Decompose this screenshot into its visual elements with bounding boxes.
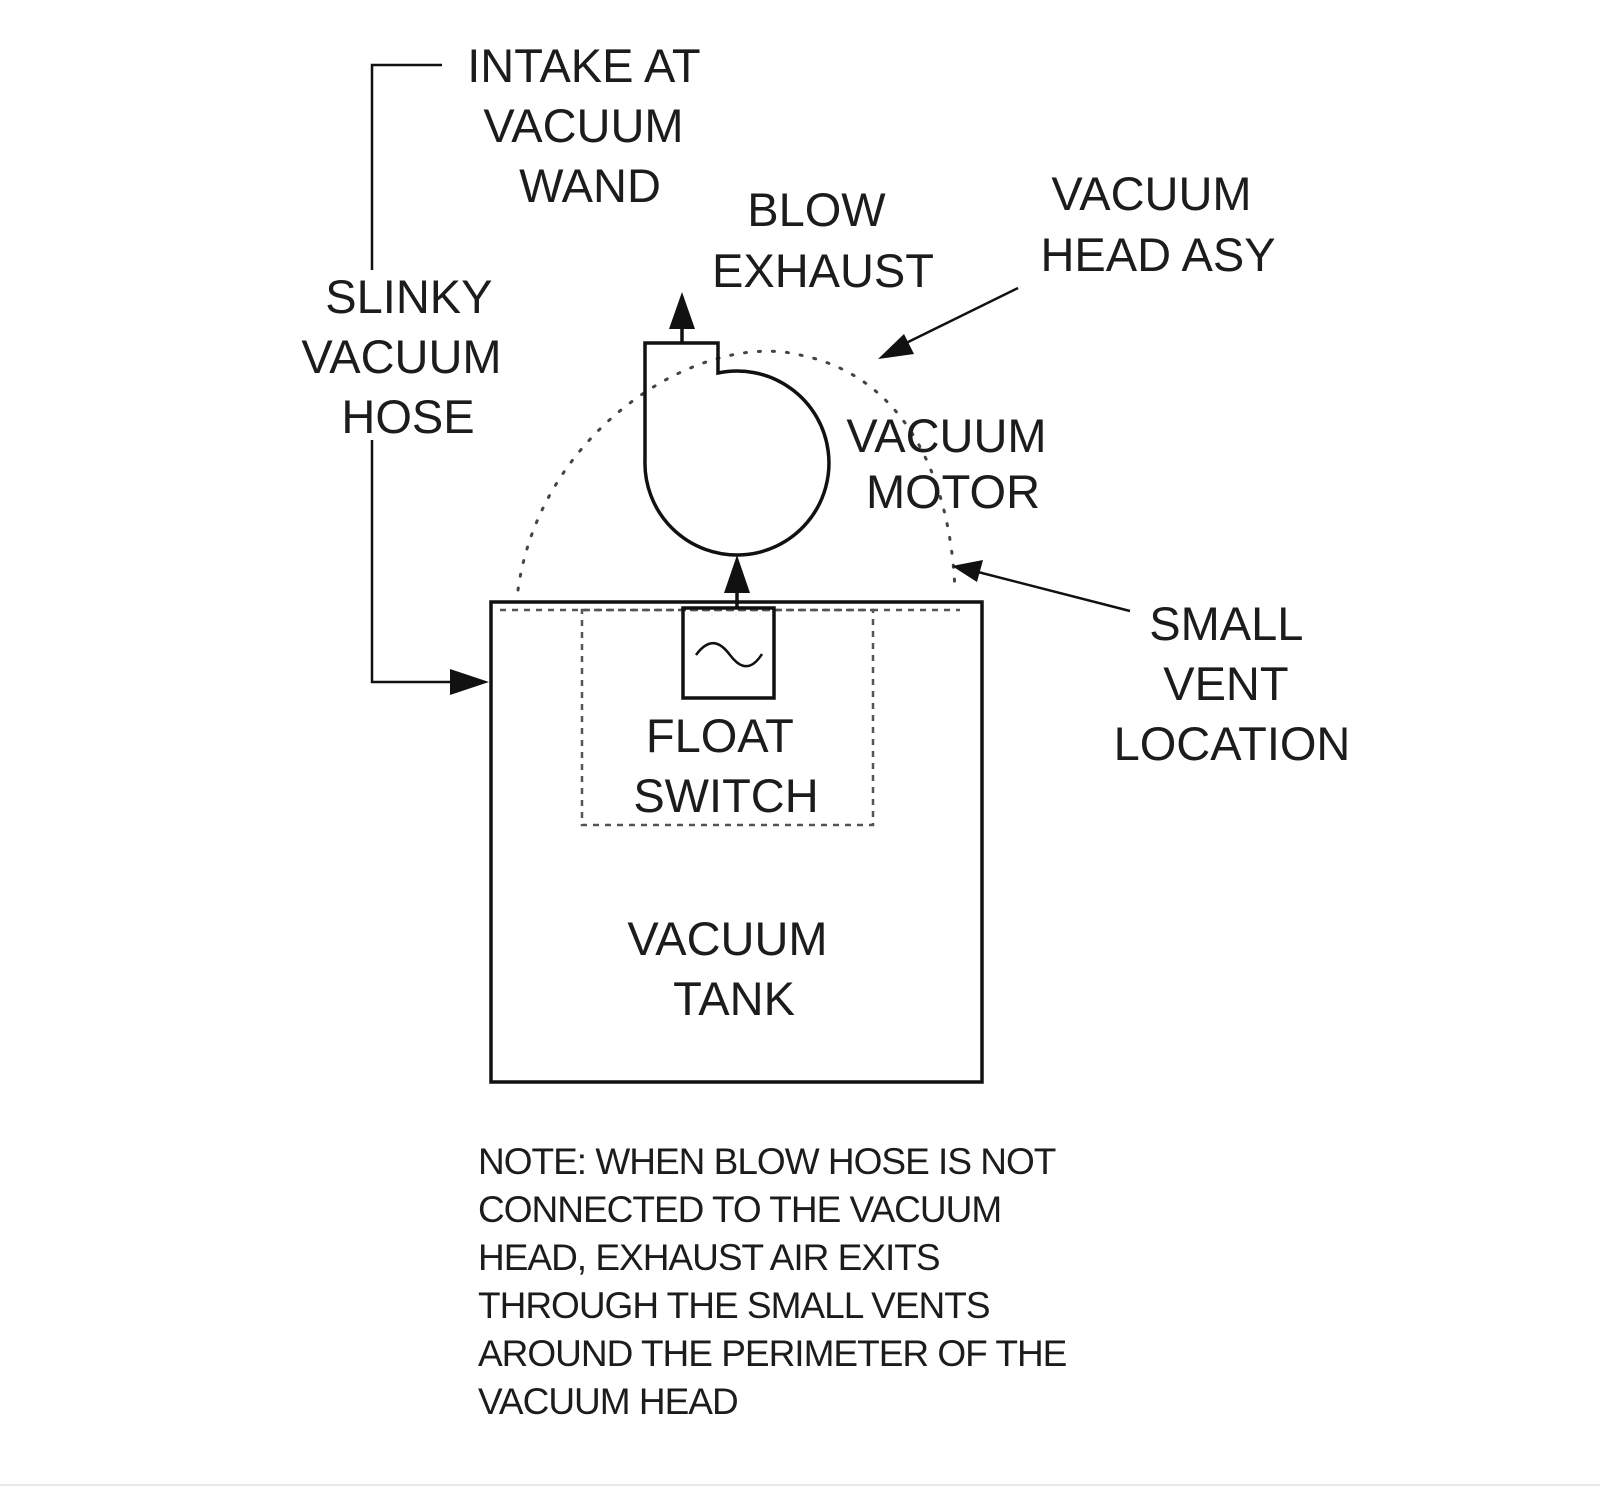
slinky-hose-label: SLINKY VACUUM HOSE	[301, 270, 514, 443]
float-switch-label-line: SWITCH	[633, 769, 818, 822]
hose-to-tank-arrow	[450, 669, 489, 695]
small-vent-label-line: VENT	[1163, 657, 1288, 710]
float-switch-label-line: FLOAT	[646, 709, 793, 762]
slinky-hose-label-line: HOSE	[341, 390, 474, 443]
note-line: AROUND THE PERIMETER OF THE	[478, 1333, 1067, 1374]
vacuum-motor-outline	[643, 341, 831, 557]
slinky-hose-path-lower	[370, 440, 452, 684]
intake-label-line: INTAKE AT	[467, 39, 700, 92]
small-vent-label-line: SMALL	[1149, 597, 1302, 650]
note-text: NOTE: WHEN BLOW HOSE IS NOT CONNECTED TO…	[478, 1141, 1076, 1422]
blow-exhaust-label: BLOW EXHAUST	[712, 183, 934, 297]
exhaust-arrow	[669, 292, 695, 329]
motor-intake-arrow	[724, 555, 750, 593]
float-switch-region	[580, 608, 875, 827]
vacuum-motor-label-line: VACUUM	[846, 409, 1046, 462]
head-asy-leader-line	[899, 286, 1019, 348]
slinky-hose-label-line: SLINKY	[325, 270, 492, 323]
note-line: NOTE: WHEN BLOW HOSE IS NOT	[478, 1141, 1056, 1182]
note-line: CONNECTED TO THE VACUUM	[478, 1189, 1001, 1230]
vacuum-tank-label-line: VACUUM	[627, 912, 827, 965]
small-vent-label-line: LOCATION	[1114, 717, 1351, 770]
vacuum-head-asy-label: VACUUM HEAD ASY	[1040, 167, 1275, 281]
vacuum-motor-label-line: MOTOR	[866, 465, 1040, 518]
slinky-hose-path-upper	[370, 63, 442, 270]
float-switch-symbol-icon	[694, 641, 764, 668]
intake-label: INTAKE AT VACUUM WAND	[467, 39, 713, 212]
head-asy-leader-arrow	[878, 334, 914, 359]
vacuum-head-asy-label-line: HEAD ASY	[1040, 228, 1275, 281]
intake-label-line: WAND	[519, 159, 661, 212]
intake-label-line: VACUUM	[483, 99, 683, 152]
vacuum-motor-label: VACUUM MOTOR	[846, 409, 1059, 518]
float-switch-box	[681, 606, 776, 700]
note-line: THROUGH THE SMALL VENTS	[478, 1285, 990, 1326]
vent-leader-arrow	[952, 560, 983, 582]
note-line: HEAD, EXHAUST AIR EXITS	[478, 1237, 940, 1278]
vacuum-tank-label-line: TANK	[673, 972, 795, 1025]
float-switch-label: FLOAT SWITCH	[633, 709, 818, 822]
blow-exhaust-label-line: EXHAUST	[712, 244, 934, 297]
vacuum-head-asy-label-line: VACUUM	[1051, 167, 1251, 220]
small-vent-label: SMALL VENT LOCATION	[1114, 597, 1351, 770]
vent-leader-line	[977, 570, 1131, 613]
slinky-hose-label-line: VACUUM	[301, 330, 501, 383]
blow-exhaust-label-line: BLOW	[747, 183, 886, 236]
vacuum-tank-label: VACUUM TANK	[627, 912, 840, 1025]
note-line: VACUUM HEAD	[478, 1381, 738, 1422]
